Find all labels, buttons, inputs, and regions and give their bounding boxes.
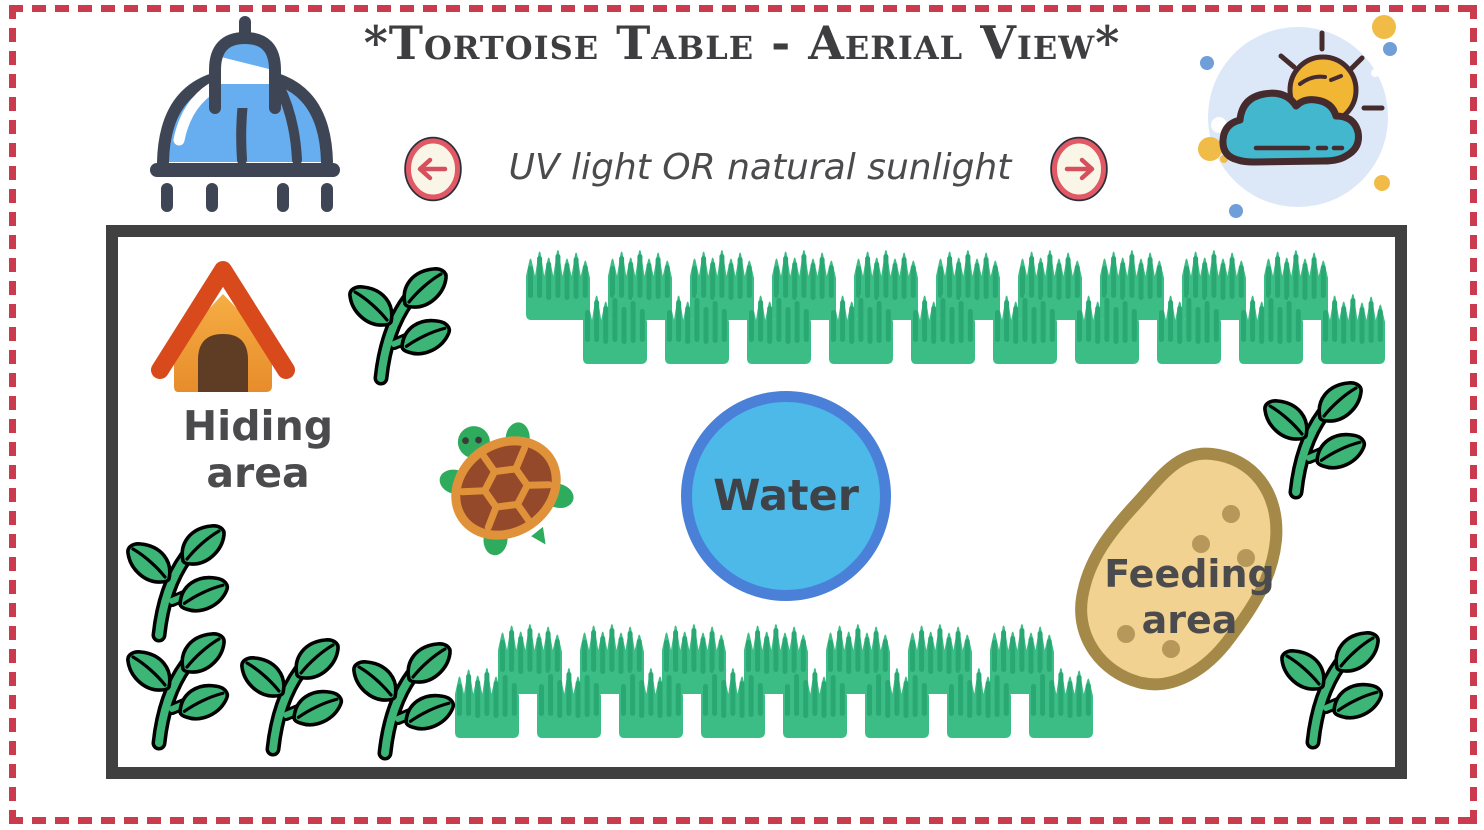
arrow-left-icon (404, 136, 462, 202)
dome-enclosure-icon (150, 16, 340, 212)
feeding-dish (1075, 447, 1283, 691)
water-bowl: Water (681, 391, 891, 601)
plant-sprig-icon (352, 641, 452, 756)
tortoise-icon (439, 422, 574, 556)
plant-sprig-icon (126, 523, 226, 638)
plant-sprig-icon (126, 631, 226, 746)
hiding-area-label: Hiding area (182, 402, 334, 497)
page-border-top (9, 5, 1475, 12)
sun-cloud-icon (1198, 15, 1397, 218)
page-border-left (9, 5, 16, 824)
plant-sprig-icon (240, 637, 340, 752)
water-label: Water (713, 471, 859, 521)
page-title: *Tortoise Table - Aerial View* (363, 16, 1121, 70)
dog-house-icon (151, 261, 295, 392)
grass-patch-top (526, 250, 1385, 364)
arrow-right-icon (1050, 136, 1108, 202)
page-border-bottom (9, 817, 1475, 824)
light-label: UV light OR natural sunlight (508, 147, 1012, 188)
page-border-right (1470, 5, 1477, 824)
feeding-area-label: Feeding area (1104, 552, 1275, 643)
grass-patch-bottom (455, 624, 1093, 738)
plant-sprig-icon (348, 266, 448, 381)
